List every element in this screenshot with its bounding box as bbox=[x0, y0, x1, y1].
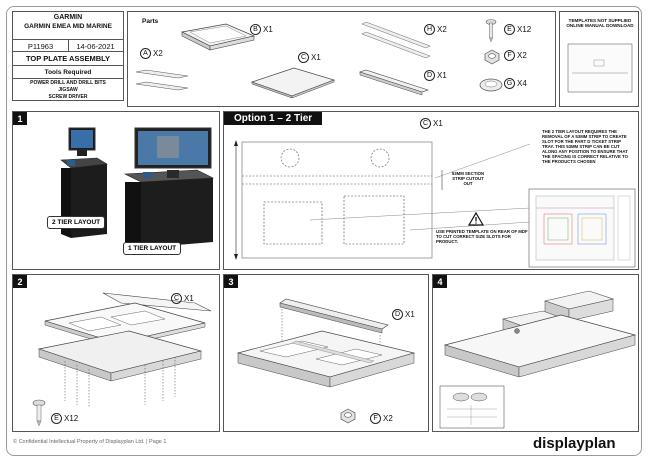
displayplan-logo: displayplan bbox=[533, 435, 616, 452]
part-h-label: H X2 bbox=[424, 24, 447, 35]
tool-item: SCREW DRIVER bbox=[48, 94, 88, 100]
2-tier-layout-note: THE 2 TIER LAYOUT REQUIRES THE REMOVAL O… bbox=[542, 129, 628, 164]
part-letter: C bbox=[420, 118, 431, 129]
foot-pad-icon bbox=[479, 78, 503, 92]
template-preview-drawing bbox=[528, 188, 636, 268]
strip-cutout-note: 53MM SECTION STRIP CUTOUT OUT bbox=[451, 171, 485, 186]
step-number: 2 bbox=[13, 275, 27, 288]
sheet-title: TOP PLATE ASSEMBLY bbox=[25, 54, 111, 63]
part-qty: X2 bbox=[383, 414, 393, 423]
part-b-label: B X1 bbox=[250, 24, 273, 35]
part-d-drawing bbox=[359, 69, 429, 96]
confidential-footer: © Confidential Intellectual Property of … bbox=[13, 439, 167, 445]
kiosk-1tier-drawing bbox=[123, 127, 215, 248]
step-number: 1 bbox=[13, 112, 27, 125]
step-number: 3 bbox=[224, 275, 238, 288]
step-1-panel: 1 2 TIER LAYOUT 1 TIER LAYOUT bbox=[12, 111, 220, 270]
part-qty: X1 bbox=[437, 71, 447, 80]
template-note: USE PRINTED TEMPLATE ON REAR OF MDF TO C… bbox=[436, 229, 528, 244]
parts-heading: Parts bbox=[142, 18, 159, 25]
part-letter: H bbox=[424, 24, 435, 35]
part-letter: C bbox=[171, 293, 182, 304]
part-qty: X2 bbox=[153, 49, 163, 58]
part-letter: A bbox=[140, 48, 151, 59]
step-4-assembly-drawing bbox=[443, 290, 637, 378]
templates-note: TEMPLATES NOT SUPPLIED ONLINE MANUAL DOW… bbox=[566, 18, 634, 29]
nut-icon bbox=[484, 49, 500, 65]
part-letter: B bbox=[250, 24, 261, 35]
screw-icon bbox=[485, 19, 497, 43]
step-3-part-f-label: F X2 bbox=[370, 413, 393, 424]
part-h-drawing bbox=[361, 21, 431, 59]
nut-icon bbox=[340, 408, 356, 424]
step-2-panel: 2 C X1 E X12 bbox=[12, 274, 220, 432]
foot-pad-detail-drawing bbox=[439, 385, 505, 429]
warning-icon bbox=[467, 211, 485, 226]
step-2-part-e-label: E X12 bbox=[51, 413, 78, 424]
part-a-drawing bbox=[135, 69, 189, 91]
project-name: GARMIN EMEA MID MARINE bbox=[24, 23, 112, 30]
brand-name: GARMIN bbox=[53, 14, 83, 21]
templates-panel: TEMPLATES NOT SUPPLIED ONLINE MANUAL DOW… bbox=[559, 11, 639, 107]
job-number: P11963 bbox=[27, 42, 54, 51]
cutout-plan-drawing bbox=[234, 140, 531, 260]
template-sheet-drawing bbox=[567, 43, 633, 93]
tool-item: POWER DRILL AND DRILL BITS bbox=[30, 80, 106, 86]
option-panel: Option 1 – 2 Tier C X1 53MM SECTION STRI… bbox=[223, 111, 639, 270]
part-letter: D bbox=[424, 70, 435, 81]
part-qty: X1 bbox=[184, 294, 194, 303]
part-qty: X1 bbox=[433, 119, 443, 128]
option-part-label: C X1 bbox=[420, 118, 443, 129]
part-letter: D bbox=[392, 309, 403, 320]
part-b-drawing bbox=[180, 23, 256, 51]
part-f-label: F X2 bbox=[504, 50, 527, 61]
step-2-assembly-drawing bbox=[37, 292, 212, 407]
part-letter: F bbox=[504, 50, 515, 61]
tools-heading: Tools Required bbox=[44, 69, 92, 76]
part-letter: E bbox=[51, 413, 62, 424]
part-letter: G bbox=[504, 78, 515, 89]
part-c-label: C X1 bbox=[298, 52, 321, 63]
screw-icon bbox=[32, 399, 46, 427]
part-e-label: E X12 bbox=[504, 24, 531, 35]
part-letter: E bbox=[504, 24, 515, 35]
part-qty: X1 bbox=[405, 310, 415, 319]
2-tier-layout-tag: 2 TIER LAYOUT bbox=[47, 216, 106, 229]
1-tier-layout-tag: 1 TIER LAYOUT bbox=[123, 242, 182, 255]
part-qty: X12 bbox=[517, 25, 532, 34]
instruction-sheet: GARMIN GARMIN EMEA MID MARINE P11963 14-… bbox=[6, 6, 642, 456]
part-c-drawing bbox=[250, 67, 336, 99]
tool-item: JIGSAW bbox=[58, 87, 78, 93]
part-a-label: A X2 bbox=[140, 48, 163, 59]
part-qty: X4 bbox=[517, 79, 527, 88]
part-qty: X2 bbox=[517, 51, 527, 60]
part-g-label: G X4 bbox=[504, 78, 527, 89]
step-3-panel: 3 D X1 F X2 bbox=[223, 274, 429, 432]
part-letter: C bbox=[298, 52, 309, 63]
part-qty: X1 bbox=[263, 25, 273, 34]
step-2-part-c-label: C X1 bbox=[171, 293, 194, 304]
header-block: GARMIN GARMIN EMEA MID MARINE P11963 14-… bbox=[12, 11, 124, 101]
step-4-panel: 4 bbox=[432, 274, 639, 432]
parts-panel: Parts A X2 B X1 C X1 bbox=[127, 11, 556, 107]
part-qty: X1 bbox=[311, 53, 321, 62]
step-number: 4 bbox=[433, 275, 447, 288]
part-letter: F bbox=[370, 413, 381, 424]
step-3-assembly-drawing bbox=[236, 298, 416, 388]
drawing-date: 14-06-2021 bbox=[76, 42, 115, 51]
part-d-label: D X1 bbox=[424, 70, 447, 81]
part-qty: X12 bbox=[64, 414, 79, 423]
part-qty: X2 bbox=[437, 25, 447, 34]
option-title: Option 1 – 2 Tier bbox=[224, 112, 323, 125]
step-3-part-d-label: D X1 bbox=[392, 309, 415, 320]
